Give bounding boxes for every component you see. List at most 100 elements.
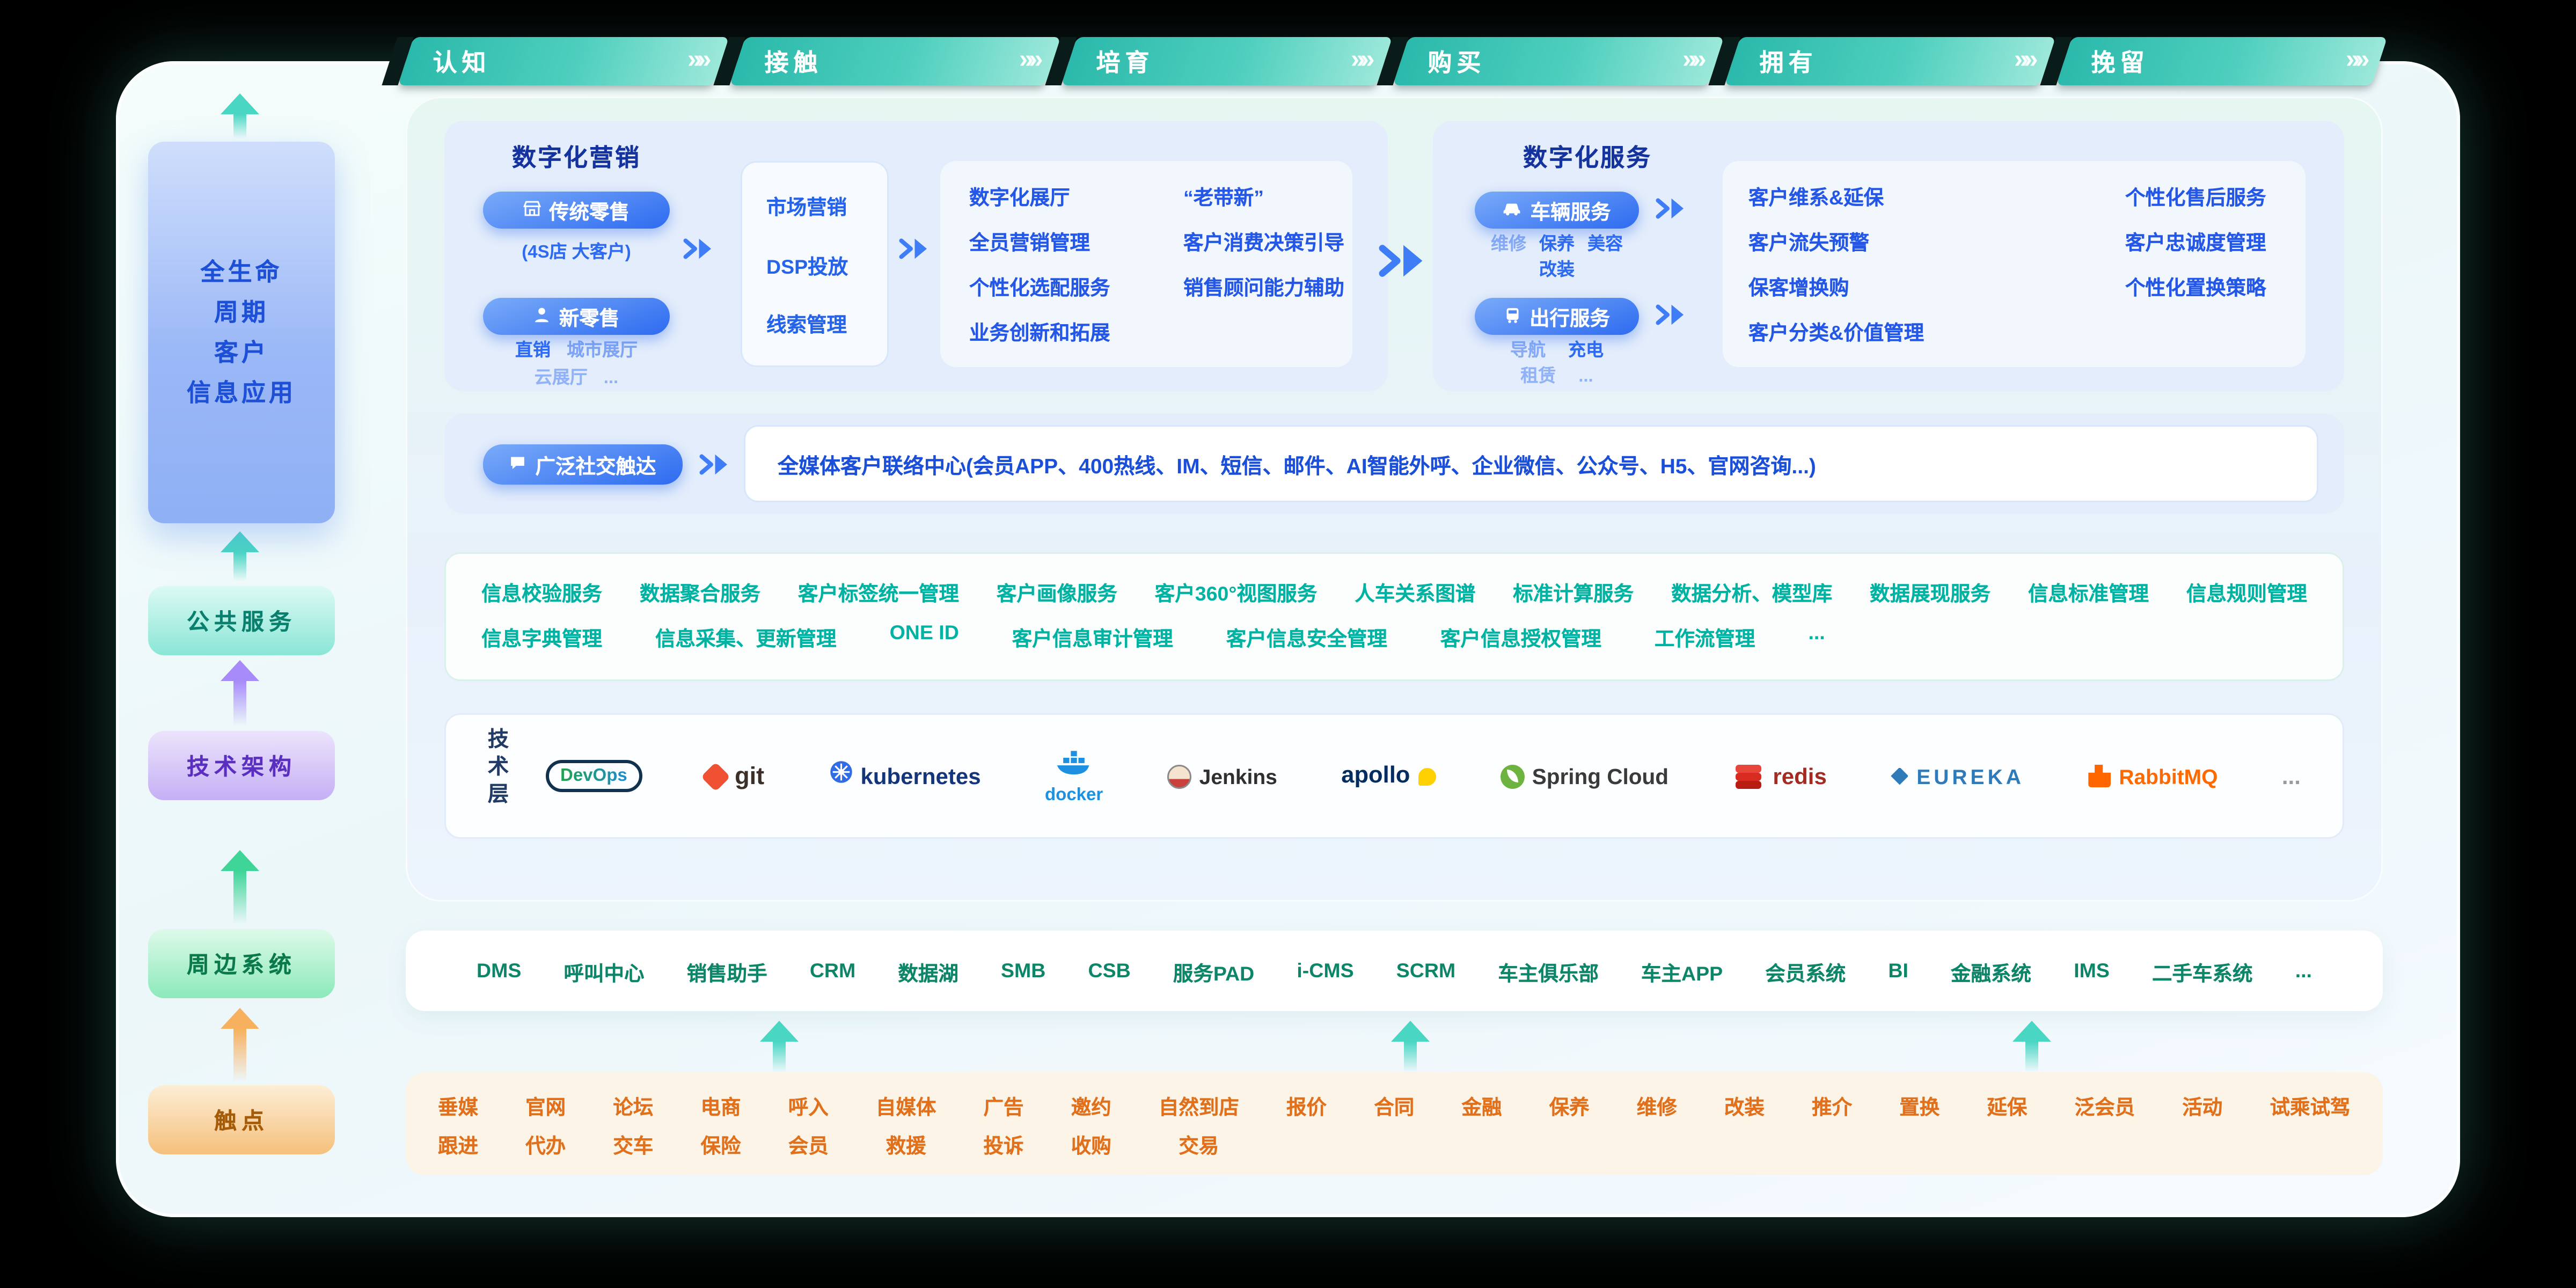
new-retail-channels: 直销城市展厅 云展厅... bbox=[457, 340, 696, 391]
vehicle-service-items: 维修保养美容 改装 bbox=[1452, 233, 1662, 283]
git-icon bbox=[701, 761, 731, 791]
channel-label: 直销 bbox=[515, 341, 551, 361]
flow-arrow-icon bbox=[683, 237, 718, 261]
public-service-item: 客户信息安全管理 bbox=[1226, 628, 1387, 650]
peripheral-system-item: 车主APP bbox=[1641, 962, 1723, 985]
stage-banner: 认知 »» bbox=[398, 37, 729, 85]
arrow-head bbox=[2012, 1021, 2051, 1042]
public-service-item: 信息规则管理 bbox=[2186, 583, 2307, 605]
digital-marketing-title: 数字化营销 bbox=[512, 145, 641, 172]
stage-banner: 挽留 »» bbox=[2056, 37, 2388, 85]
travel-service-label: 出行服务 bbox=[1529, 308, 1610, 330]
public-service-item: 数据分析、模型库 bbox=[1671, 583, 1833, 605]
peripheral-system-item: SMB bbox=[1001, 960, 1046, 982]
chevron-right-icon: »» bbox=[1019, 47, 1038, 74]
funnel-item: DSP投放 bbox=[766, 255, 848, 278]
tech-logo-jenkins: Jenkins bbox=[1167, 764, 1277, 788]
omni-channel-contact-box: 全媒体客户联络中心(会员APP、400热线、IM、短信、邮件、AI智能外呼、企业… bbox=[744, 425, 2318, 502]
traditional-retail-label: 传统零售 bbox=[548, 201, 630, 224]
up-arrow bbox=[221, 660, 259, 726]
touchpoint-item: 垂媒 bbox=[438, 1095, 479, 1118]
social-reach-pill: 广泛社交触达 bbox=[483, 444, 683, 485]
arrow-stem bbox=[233, 114, 246, 138]
docker-icon bbox=[1055, 748, 1093, 784]
chevron-right-icon: »» bbox=[1351, 47, 1370, 74]
touchpoint-item: 救援 bbox=[885, 1134, 926, 1157]
store-icon bbox=[523, 199, 541, 222]
flow-arrow-large-icon bbox=[1378, 241, 1433, 280]
capability-item: 全员营销管理 bbox=[969, 232, 1091, 254]
service-item-label: ... bbox=[1578, 367, 1593, 386]
peripheral-system-item: 数据湖 bbox=[898, 962, 958, 985]
touchpoint-item: 收购 bbox=[1071, 1134, 1111, 1157]
arrow-head bbox=[221, 93, 259, 114]
service-item-row: 维修保养美容 bbox=[1452, 233, 1662, 258]
person-icon bbox=[533, 305, 551, 328]
social-reach-label: 广泛社交触达 bbox=[535, 456, 656, 478]
public-service-item: 数据展现服务 bbox=[1870, 583, 1991, 605]
touchpoint-item: 活动 bbox=[2182, 1095, 2223, 1118]
public-service-item: 客户信息授权管理 bbox=[1440, 628, 1601, 650]
service-item-label: 租赁 bbox=[1520, 367, 1556, 386]
tech-logo-rabbitmq: RabbitMQ bbox=[2088, 764, 2218, 788]
funnel-item: 市场营销 bbox=[766, 196, 847, 219]
public-service-item: 客户标签统一管理 bbox=[797, 583, 959, 605]
touchpoint-item: 交车 bbox=[613, 1134, 654, 1157]
sidebar-touchpoints-box: 触点 bbox=[148, 1085, 335, 1154]
stage-label: 购买 bbox=[1428, 49, 1487, 77]
flow-arrow-icon bbox=[1655, 196, 1690, 221]
lifecycle-line: 全生命 bbox=[200, 258, 283, 286]
public-service-item: 客户画像服务 bbox=[996, 583, 1117, 605]
arrow-head bbox=[221, 1008, 259, 1029]
service-item-label: 保养 bbox=[1539, 235, 1575, 254]
arrow-stem bbox=[233, 681, 246, 726]
touchpoint-item: 自然到店 bbox=[1158, 1095, 1239, 1118]
git-label: git bbox=[735, 762, 765, 790]
new-retail-label: 新零售 bbox=[559, 308, 620, 330]
rabbitmq-label: RabbitMQ bbox=[2119, 764, 2218, 788]
peripheral-system-item: 车主俱乐部 bbox=[1498, 962, 1599, 985]
redis-icon bbox=[1736, 772, 1762, 780]
touchpoint-item: 投诉 bbox=[983, 1134, 1024, 1157]
touchpoint-item: 合同 bbox=[1374, 1095, 1415, 1118]
up-arrow bbox=[760, 1021, 799, 1072]
touchpoints-band: 垂媒官网论坛电商呼入自媒体广告邀约自然到店报价合同金融保养维修改装推介置换延保泛… bbox=[406, 1072, 2383, 1175]
arrow-stem bbox=[2025, 1042, 2038, 1072]
peripheral-system-item: 金融系统 bbox=[1951, 962, 2032, 985]
arrow-head bbox=[1391, 1021, 1430, 1042]
capability-item: 客户忠诚度管理 bbox=[2125, 232, 2266, 254]
tech-logo-apollo: apollo bbox=[1341, 763, 1436, 789]
channel-label: 云展厅 bbox=[534, 369, 588, 388]
traditional-retail-pill: 传统零售 bbox=[483, 192, 670, 229]
tech-logo-git: git bbox=[701, 761, 765, 791]
flow-arrow-icon bbox=[1655, 303, 1690, 327]
peripheral-system-item: 销售助手 bbox=[686, 962, 767, 985]
application-layer-panel: 数字化营销 传统零售 (4S店 大客户) 新零售 直销城市展厅 云展厅... 市… bbox=[406, 97, 2383, 902]
peripheral-system-item: 二手车系统 bbox=[2152, 962, 2253, 985]
funnel-item: 线索管理 bbox=[766, 313, 847, 336]
public-services-row: 信息校验服务数据聚合服务客户标签统一管理客户画像服务客户360°视图服务人车关系… bbox=[446, 554, 2343, 607]
more-logos-label: ... bbox=[2281, 763, 2301, 789]
chevron-right-icon: »» bbox=[1682, 47, 1702, 74]
capability-item: 客户维系&延保 bbox=[1748, 187, 1884, 209]
jenkins-label: Jenkins bbox=[1199, 764, 1277, 788]
touchpoint-item: 改装 bbox=[1724, 1095, 1765, 1118]
tech-layer-label: 技术层 bbox=[485, 728, 509, 810]
peripheral-system-item: 会员系统 bbox=[1765, 962, 1846, 985]
capabilities-column: 数字化展厅全员营销管理个性化选配服务业务创新和拓展 bbox=[940, 161, 1183, 367]
service-item-label: 充电 bbox=[1568, 341, 1604, 361]
public-service-item: 人车关系图谱 bbox=[1355, 583, 1476, 605]
public-services-band: 信息校验服务数据聚合服务客户标签统一管理客户画像服务客户360°视图服务人车关系… bbox=[444, 552, 2344, 681]
kubernetes-label: kubernetes bbox=[860, 763, 981, 789]
service-capabilities-box: 客户维系&延保客户流失预警保客增换购客户分类&价值管理 个性化售后服务客户忠诚度… bbox=[1723, 161, 2306, 367]
touchpoint-item: 维修 bbox=[1636, 1095, 1677, 1118]
arrow-head bbox=[221, 531, 259, 552]
marketing-funnel-box: 市场营销 DSP投放线索管理 bbox=[741, 161, 889, 367]
docker-label: docker bbox=[1045, 785, 1103, 804]
stage-label: 接触 bbox=[765, 49, 823, 77]
touchpoint-item: 自媒体 bbox=[875, 1095, 936, 1118]
capability-item: 个性化选配服务 bbox=[969, 277, 1110, 299]
touchpoint-item: 置换 bbox=[1899, 1095, 1940, 1118]
flow-arrow-icon bbox=[898, 237, 934, 261]
arrow-stem bbox=[1404, 1042, 1417, 1072]
